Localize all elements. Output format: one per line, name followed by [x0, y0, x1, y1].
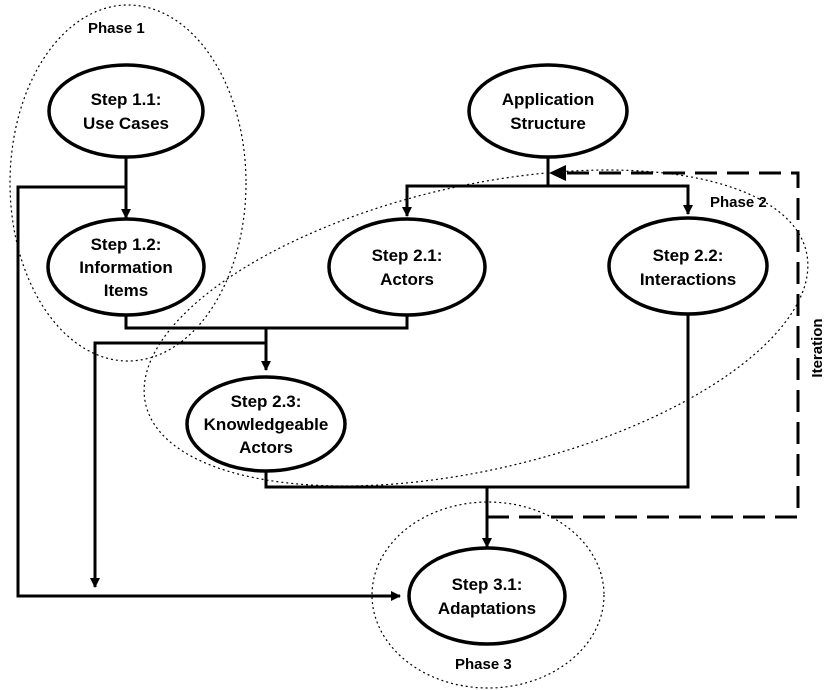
node-step-1-2: Step 1.2: Information Items — [46, 217, 206, 317]
node-step-2-1-line-2: Actors — [380, 270, 434, 289]
node-step-1-1: Step 1.1: Use Cases — [47, 63, 205, 159]
iteration-arrowhead — [549, 165, 566, 181]
node-step-1-2-line-2: Information — [79, 258, 173, 277]
node-step-3-1-line-2: Adaptations — [438, 599, 536, 618]
node-step-1-2-line-1: Step 1.2: — [91, 235, 162, 254]
node-app-structure-line-2: Structure — [510, 114, 586, 133]
node-step-3-1-line-1: Step 3.1: — [452, 575, 523, 594]
node-step-2-3-line-2: Knowledgeable — [204, 415, 329, 434]
phase-1-label: Phase 1 — [88, 20, 145, 37]
node-step-1-1-line-1: Step 1.1: — [91, 90, 162, 109]
edge-1-1-to-3-1 — [16, 185, 401, 601]
edge-app-structure-to-2-1 — [402, 158, 550, 217]
node-step-2-3-line-1: Step 2.3: — [231, 392, 302, 411]
phase-3-outline — [371, 501, 605, 689]
edge-merge-to-3-1 — [90, 341, 266, 588]
iteration-loop-line — [487, 171, 800, 519]
node-step-2-2: Step 2.2: Interactions — [607, 216, 769, 316]
node-app-structure-line-1: Application — [502, 90, 595, 109]
phase-3-label: Phase 3 — [455, 656, 512, 673]
node-step-2-3-line-3: Actors — [239, 438, 293, 457]
node-step-2-2-line-2: Interactions — [640, 270, 736, 289]
node-step-2-3: Step 2.3: Knowledgeable Actors — [185, 375, 347, 473]
node-step-2-2-line-1: Step 2.2: — [653, 246, 724, 265]
phase-2-outline — [143, 169, 809, 487]
iteration-label: Iteration — [809, 318, 826, 377]
node-step-1-1-line-2: Use Cases — [83, 114, 169, 133]
phase-2-label: Phase 2 — [710, 194, 767, 211]
edge-app-structure-to-2-2 — [548, 184, 693, 215]
node-step-3-1: Step 3.1: Adaptations — [407, 546, 567, 646]
edge-1-2-and-2-1-merge — [124, 314, 409, 330]
node-step-2-1-line-1: Step 2.1: — [372, 246, 443, 265]
node-application-structure: Application Structure — [467, 63, 629, 159]
phase-1-outline — [9, 4, 247, 362]
node-step-1-2-line-3: Items — [104, 281, 148, 300]
node-step-2-1: Step 2.1: Actors — [327, 217, 487, 317]
edge-2-3-and-2-2-merge — [264, 314, 690, 489]
